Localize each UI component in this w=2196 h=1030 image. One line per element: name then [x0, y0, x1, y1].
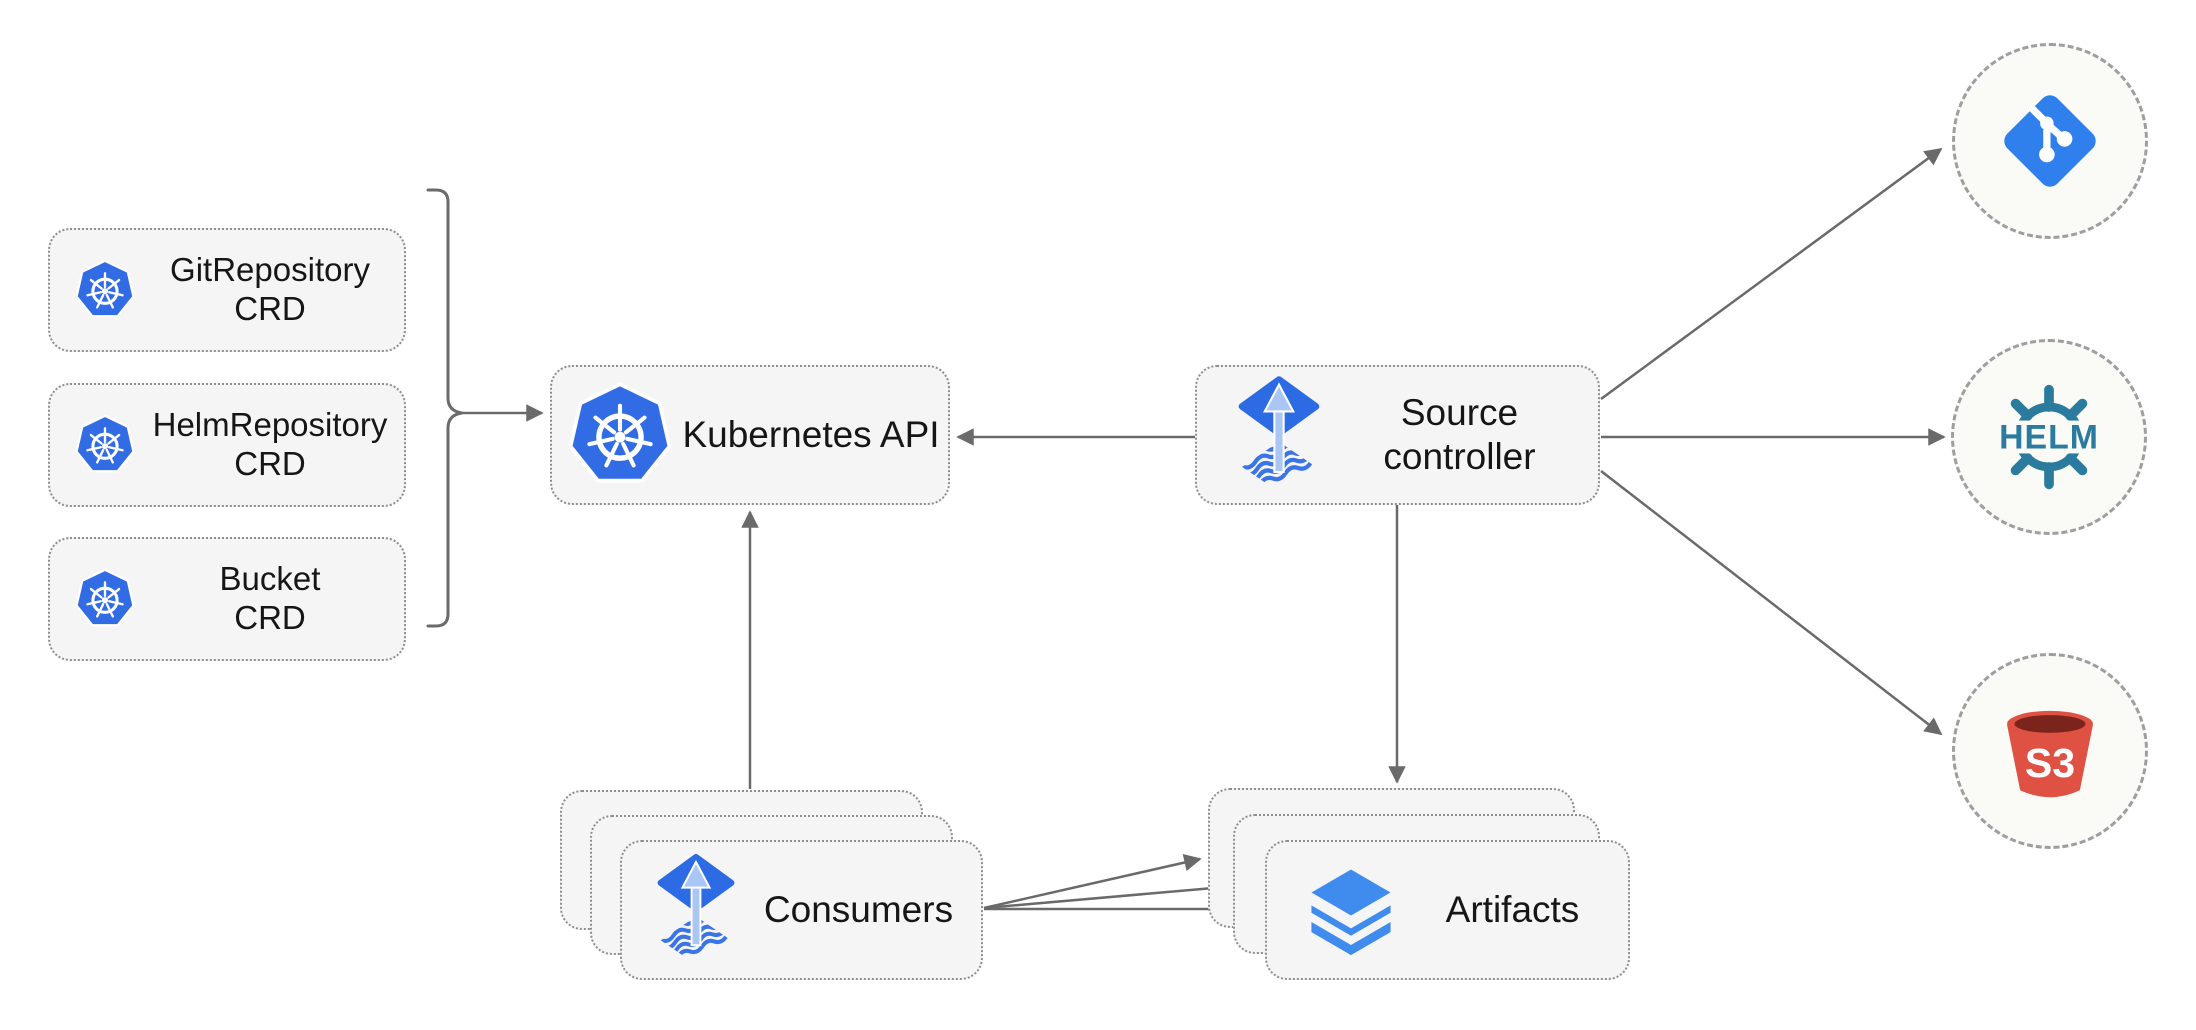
node-label: HelmRepository CRD [152, 406, 388, 482]
node-bucket-crd: Bucket CRD [48, 537, 406, 661]
node-label: Source controller [1383, 392, 1536, 477]
node-kubernetes-api: Kubernetes API [550, 365, 950, 505]
git-icon [2004, 95, 2096, 187]
kubernetes-icon [74, 259, 136, 321]
node-source-controller: Source controller [1195, 365, 1600, 505]
endpoint-helm: HELM [1951, 339, 2147, 535]
helm-wordmark: HELM [1999, 419, 2099, 457]
crd-group-bracket [426, 188, 463, 628]
s3-wordmark: S3 [2025, 740, 2075, 786]
flux-source-controller-icon [1237, 376, 1321, 494]
helm-icon: HELM [1992, 384, 2106, 490]
kubernetes-icon [74, 414, 136, 476]
endpoint-s3: S3 [1952, 653, 2148, 849]
arrow-source-controller-to-git [1600, 147, 1943, 401]
flux-consumer-icon [656, 854, 736, 966]
node-artifacts: Artifacts [1265, 840, 1630, 980]
node-label: Kubernetes API [682, 414, 940, 456]
arrow-consumers-to-artifacts-2 [983, 879, 1227, 910]
arrow-consumers-to-artifacts-1 [983, 853, 1202, 910]
kubernetes-icon [566, 381, 674, 489]
node-helmrepository-crd: HelmRepository CRD [48, 383, 406, 507]
node-gitrepository-crd: GitRepository CRD [48, 228, 406, 352]
endpoint-git [1952, 43, 2148, 239]
node-label: Bucket CRD [219, 560, 321, 636]
arrow-source-controller-to-s3 [1600, 470, 1943, 736]
node-label: GitRepository CRD [170, 251, 370, 327]
node-consumers: Consumers [620, 840, 983, 980]
node-label: Artifacts [1445, 889, 1580, 931]
s3-bucket-icon: S3 [2007, 710, 2093, 798]
layers-icon [1311, 869, 1391, 956]
node-label: Consumers [763, 889, 954, 931]
kubernetes-icon [74, 568, 136, 630]
